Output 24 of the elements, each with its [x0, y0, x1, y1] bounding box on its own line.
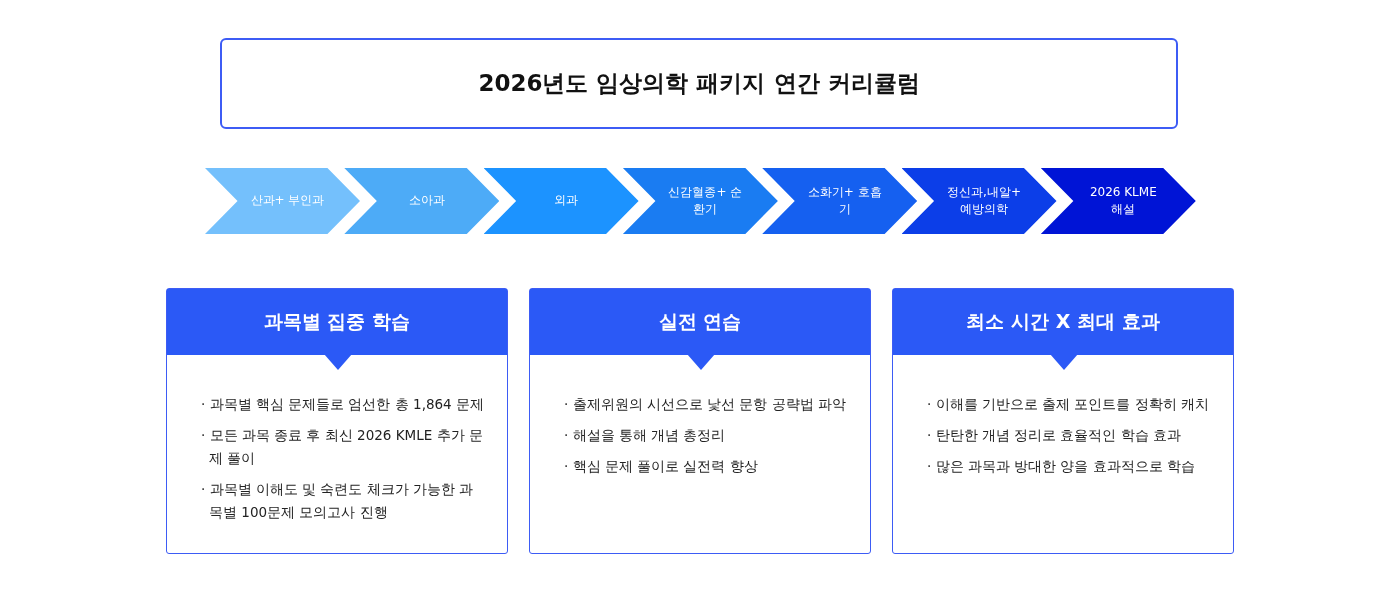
- bullet-item: · 과목별 이해도 및 숙련도 체크가 가능한 과목별 100문제 모의고사 진행: [201, 480, 475, 522]
- step-label: 산과+ 부인과: [249, 192, 326, 210]
- step-label: 정신과,내알+ 예방의학: [946, 183, 1022, 218]
- step-label: 2026 KLME 해설: [1088, 183, 1158, 218]
- step-label: 외과: [553, 192, 580, 210]
- card-header: 과목별 집중 학습: [167, 289, 507, 355]
- bullet-item: · 이해를 기반으로 출제 포인트를 정확히 캐치: [927, 395, 1211, 414]
- step-label: 소화기+ 호흡기: [806, 183, 883, 218]
- card-panel: [529, 288, 871, 554]
- bullet-item: · 탄탄한 개념 정리로 효율적인 학습 효과: [927, 426, 1183, 445]
- bullet-item: · 핵심 문제 풀이로 실전력 향상: [564, 457, 759, 476]
- step-label: 신감혈종+ 순환기: [667, 183, 744, 218]
- title-box: [220, 38, 1178, 129]
- card-header: 최소 시간 X 최대 효과: [893, 289, 1233, 355]
- bullet-item: · 출제위원의 시선으로 낯선 문항 공략법 파악: [564, 395, 848, 414]
- card-panel: [166, 288, 508, 554]
- card-panel: [892, 288, 1234, 554]
- bullet-item: · 많은 과목과 방대한 양을 효과적으로 학습: [927, 457, 1197, 476]
- title-text: 2026년도 임상의학 패키지 연간 커리큘럼: [478, 69, 920, 98]
- card-header: 실전 연습: [530, 289, 870, 355]
- bullet-item: · 과목별 핵심 문제들로 엄선한 총 1,864 문제: [201, 395, 485, 414]
- bullet-item: · 해설을 통해 개념 총정리: [564, 426, 727, 445]
- bullet-item: · 모든 과목 종료 후 최신 2026 KMLE 추가 문제 풀이: [201, 426, 484, 468]
- step-label: 소아과: [407, 192, 446, 210]
